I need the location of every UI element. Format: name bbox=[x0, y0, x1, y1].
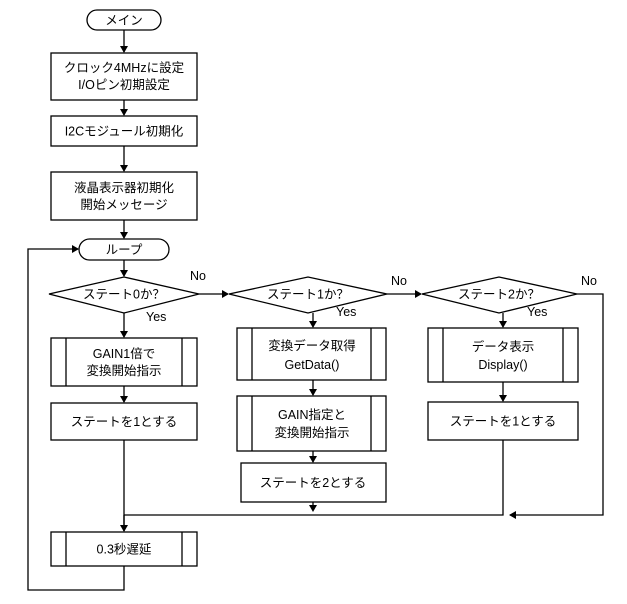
lcd-init-box: 液晶表示器初期化 開始メッセージ bbox=[50, 171, 198, 221]
gain-label-1: GAIN指定と bbox=[278, 407, 346, 422]
gain1-label-2: 変換開始指示 bbox=[86, 363, 161, 378]
arrowhead bbox=[309, 505, 317, 512]
yes-label-state0: Yes bbox=[146, 310, 166, 324]
arrowhead bbox=[120, 525, 128, 532]
arrowhead bbox=[120, 46, 128, 53]
start-label: メイン bbox=[105, 14, 143, 28]
clock-setup-box: クロック4MHzに設定 I/Oピン初期設定 bbox=[50, 52, 198, 101]
delay-subroutine-box: 0.3秒遅延 bbox=[50, 531, 198, 567]
connector-loopback bbox=[27, 248, 125, 591]
display-subroutine-box: データ表示 Display() bbox=[427, 327, 579, 383]
lcd-init-label-2: 開始メッセージ bbox=[80, 198, 167, 212]
start-terminal: メイン bbox=[86, 9, 162, 31]
loop-label: ループ bbox=[106, 243, 143, 257]
decision-state1: ステート1か？ bbox=[228, 276, 388, 314]
gain-subroutine-box: GAIN指定と 変換開始指示 bbox=[236, 395, 387, 452]
arrowhead bbox=[415, 290, 422, 298]
arrowhead bbox=[309, 456, 317, 463]
arrowhead bbox=[120, 165, 128, 172]
getdata-label-1: 変換データ取得 bbox=[268, 338, 356, 353]
lcd-init-label-1: 液晶表示器初期化 bbox=[74, 180, 175, 195]
set-state2-box: ステートを2とする bbox=[240, 462, 387, 503]
arrowhead bbox=[120, 232, 128, 239]
no-label-state1: No bbox=[391, 274, 407, 288]
connector-state2-no bbox=[510, 293, 604, 516]
decision-state1-label: ステート1か？ bbox=[267, 288, 349, 302]
display-label-1: データ表示 bbox=[472, 339, 535, 354]
arrowhead bbox=[222, 290, 229, 298]
set-state1-box-a: ステートを1とする bbox=[50, 402, 198, 441]
decision-state2-label: ステート2か？ bbox=[458, 288, 540, 302]
clock-setup-label-2: I/Oピン初期設定 bbox=[78, 77, 170, 92]
set-state1-label-b: ステートを1とする bbox=[450, 415, 557, 429]
gain1-subroutine-box: GAIN1倍で 変換開始指示 bbox=[50, 337, 198, 387]
gain1-label-1: GAIN1倍で bbox=[93, 346, 156, 361]
arrowhead bbox=[499, 395, 507, 402]
getdata-subroutine-box: 変換データ取得 GetData() bbox=[236, 327, 387, 381]
set-state2-label: ステートを2とする bbox=[260, 476, 367, 490]
delay-label: 0.3秒遅延 bbox=[97, 543, 152, 557]
set-state1-label-a: ステートを1とする bbox=[71, 415, 178, 429]
decision-state2: ステート2か？ bbox=[421, 276, 578, 314]
loop-terminal: ループ bbox=[78, 238, 170, 261]
decision-state0: ステート0か？ bbox=[48, 276, 200, 314]
arrowhead bbox=[309, 321, 317, 328]
arrowhead bbox=[120, 270, 128, 277]
arrowhead bbox=[120, 396, 128, 403]
i2c-init-label: I2Cモジュール初期化 bbox=[65, 125, 184, 139]
arrowheads bbox=[72, 46, 516, 532]
decision-state0-label: ステート0か？ bbox=[83, 288, 165, 302]
clock-setup-label-1: クロック4MHzに設定 bbox=[64, 60, 184, 75]
no-label-state2: No bbox=[581, 274, 597, 288]
yes-label-state1: Yes bbox=[336, 305, 356, 319]
gain-label-2: 変換開始指示 bbox=[274, 425, 349, 440]
yes-label-state2: Yes bbox=[527, 305, 547, 319]
arrowhead bbox=[120, 331, 128, 338]
set-state1-box-b: ステートを1とする bbox=[427, 401, 579, 441]
no-label-state0: No bbox=[190, 269, 206, 283]
arrowhead bbox=[72, 245, 79, 253]
arrowhead bbox=[120, 109, 128, 116]
display-label-2: Display() bbox=[478, 358, 527, 372]
arrowhead bbox=[509, 511, 516, 519]
arrowhead bbox=[499, 321, 507, 328]
i2c-init-box: I2Cモジュール初期化 bbox=[50, 115, 198, 147]
connector-setstate-right-merge bbox=[124, 440, 504, 516]
getdata-label-2: GetData() bbox=[285, 358, 340, 372]
arrowhead bbox=[309, 389, 317, 396]
